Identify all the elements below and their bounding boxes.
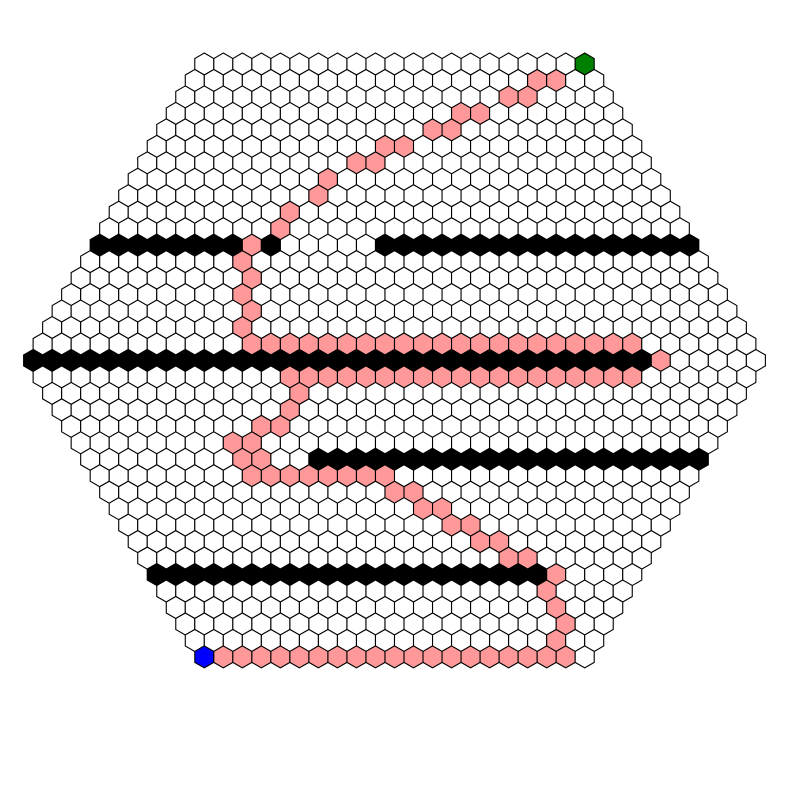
path-cell[interactable]: [555, 645, 576, 669]
path-cell[interactable]: [460, 645, 481, 669]
path-cell[interactable]: [536, 645, 557, 669]
hex-grid: [23, 52, 766, 669]
empty-cell[interactable]: [574, 645, 595, 669]
path-cell[interactable]: [365, 645, 386, 669]
path-cell[interactable]: [479, 645, 500, 669]
path-cell[interactable]: [498, 645, 519, 669]
path-cell[interactable]: [422, 645, 443, 669]
path-cell[interactable]: [270, 645, 291, 669]
path-cell[interactable]: [289, 645, 310, 669]
path-cell[interactable]: [327, 645, 348, 669]
path-cell[interactable]: [517, 645, 538, 669]
path-cell[interactable]: [251, 645, 272, 669]
path-cell[interactable]: [232, 645, 253, 669]
path-cell[interactable]: [308, 645, 329, 669]
path-cell[interactable]: [384, 645, 405, 669]
path-cell[interactable]: [403, 645, 424, 669]
path-cell[interactable]: [441, 645, 462, 669]
start-cell[interactable]: [194, 645, 215, 669]
path-cell[interactable]: [213, 645, 234, 669]
path-cell[interactable]: [346, 645, 367, 669]
